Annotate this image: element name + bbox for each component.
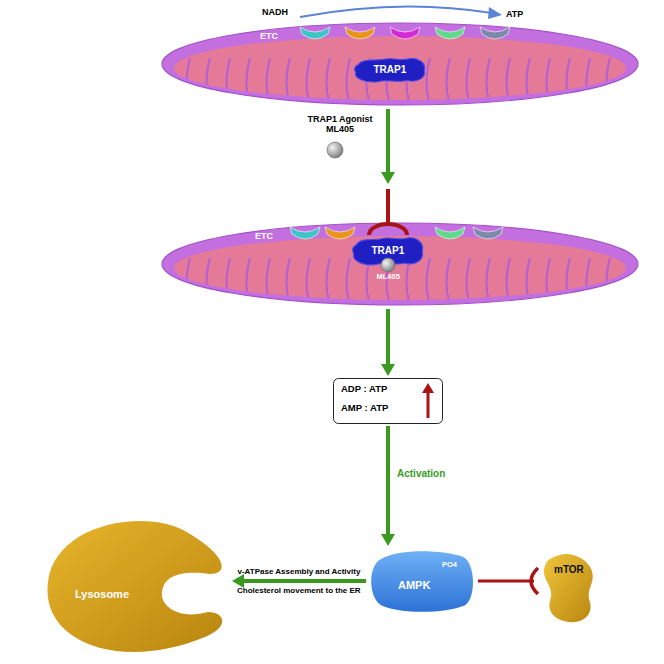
node-text: AMPK <box>398 579 430 592</box>
node-text: TRAP1 <box>374 64 407 76</box>
edge-label: Activation <box>397 468 445 480</box>
annotation-label: Cholesterol movement to the ER <box>237 586 361 595</box>
mitochondrion: ETC TRAP1ML405 <box>160 222 640 307</box>
activation-arrow <box>381 426 395 546</box>
inhibition-connector <box>478 568 538 594</box>
node-text: ADP : ATP <box>341 384 387 395</box>
node-text: Lysosome <box>75 588 129 601</box>
trap1-protein: TRAP1 <box>352 57 428 83</box>
activation-arrow <box>232 574 366 588</box>
electron-flow-arrow <box>300 6 492 17</box>
ml405-sphere <box>327 142 343 158</box>
edge-label: v-ATPase Assembly and Activity <box>238 567 361 576</box>
node-text: ETC <box>255 231 273 241</box>
node-text: mTOR <box>554 564 584 576</box>
lysosome: Lysosome <box>40 512 230 662</box>
node-text: AMP : ATP <box>341 403 388 414</box>
mitochondrion: ETC TRAP1 <box>160 22 640 107</box>
node-text: PO4 <box>442 561 457 570</box>
lysosome-shape <box>40 512 230 662</box>
annotation-label: ATP <box>506 9 523 19</box>
arrow-head <box>488 7 502 19</box>
annotation-label: NADH <box>262 7 288 17</box>
node-text: ETC <box>260 31 278 41</box>
ampk-protein: AMPK PO4 <box>368 548 476 614</box>
activation-arrow <box>381 109 395 184</box>
mitochondrion-shape <box>160 222 640 307</box>
ml405-agonist: ML405 <box>366 258 410 286</box>
mtor-protein-shape <box>538 552 600 624</box>
annotation-label: TRAP1 Agonist ML405 <box>300 114 380 135</box>
activation-arrow <box>381 309 395 376</box>
ml405-agonist-shape <box>366 258 410 286</box>
node-text: ML405 <box>377 273 400 282</box>
node-text: TRAP1 <box>372 245 405 257</box>
inhibition-line <box>386 189 390 224</box>
ratio-box: ADP : ATP AMP : ATP <box>333 378 443 424</box>
mtor-protein: mTOR <box>538 552 600 624</box>
